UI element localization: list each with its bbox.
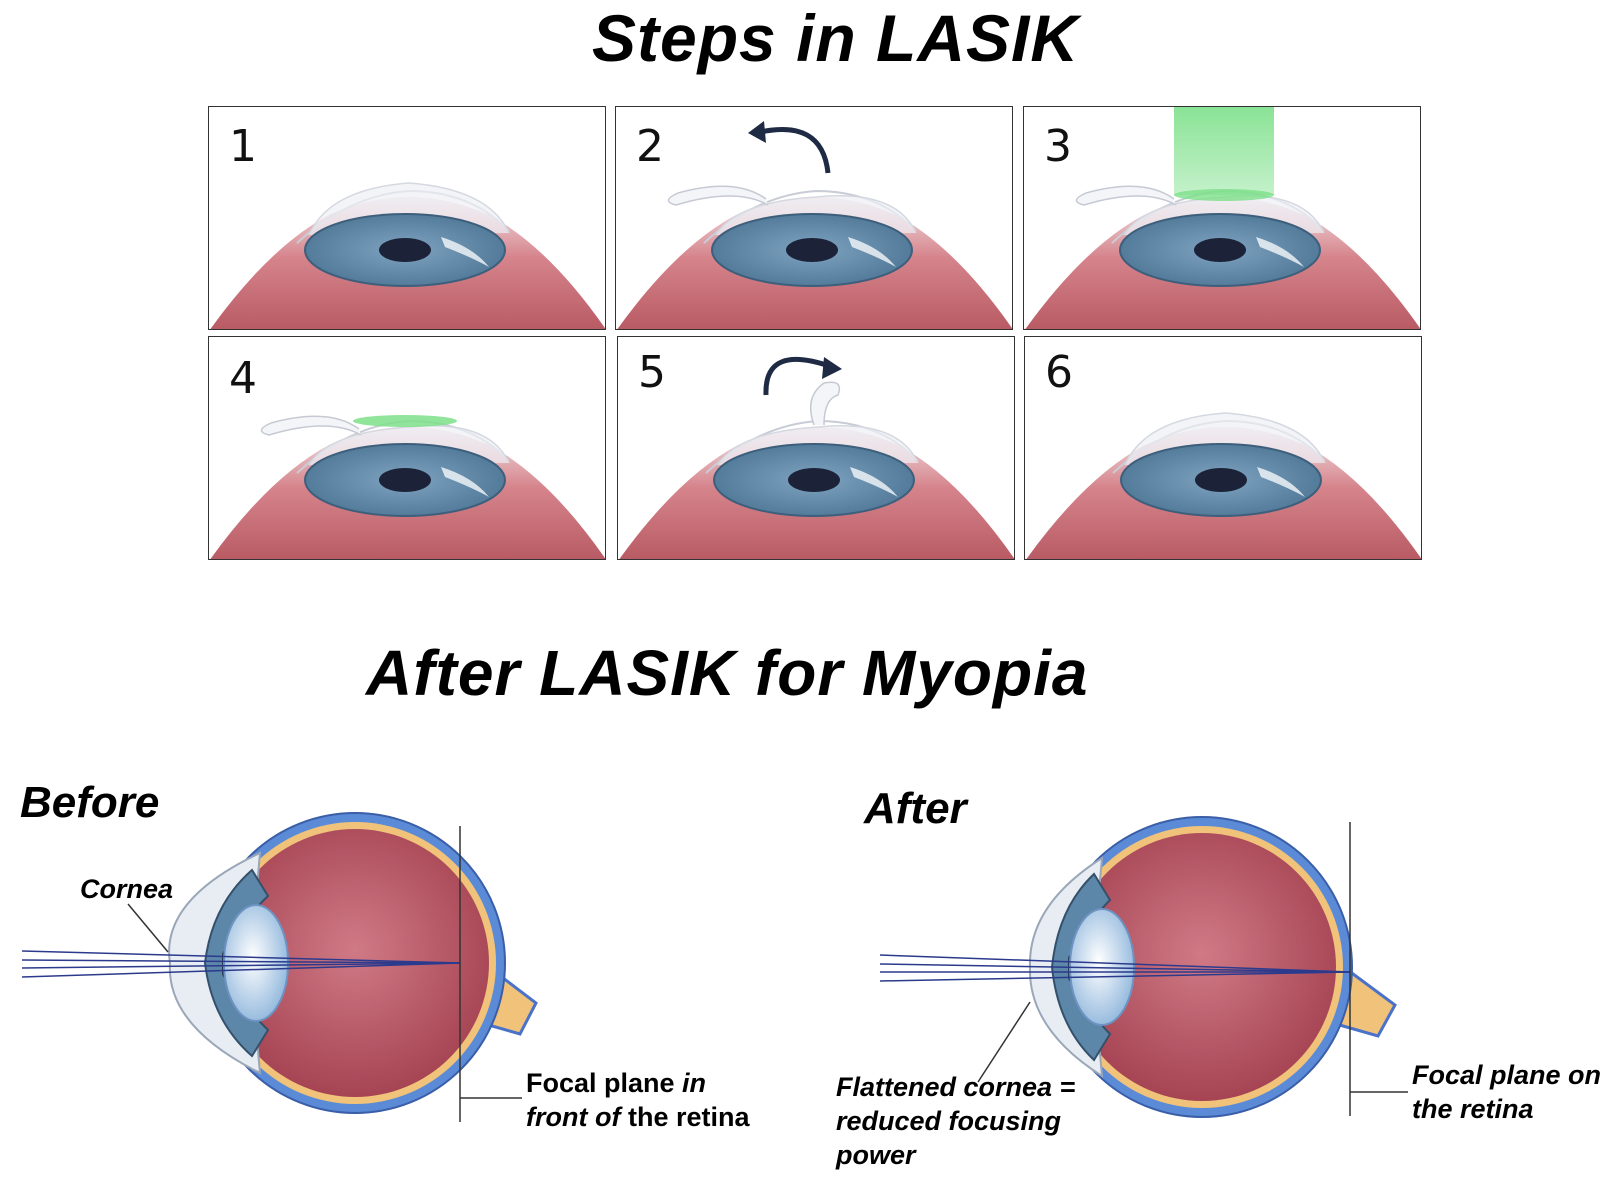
pupil [1195, 468, 1247, 492]
light-ray [21, 959, 461, 964]
corneal-flap [1075, 185, 1177, 206]
highlight [850, 467, 898, 497]
focal-text-in: in [682, 1068, 707, 1098]
pupil [1194, 238, 1246, 262]
step-number: 5 [638, 347, 666, 398]
light-ray [879, 963, 1351, 973]
step-panel-3: 3 [1023, 106, 1421, 330]
pupil [379, 238, 431, 262]
step-panel-6: 6 [1024, 336, 1422, 560]
focal-text-retina: the retina [620, 1102, 750, 1132]
step-number: 6 [1045, 347, 1073, 398]
step-number: 2 [636, 121, 664, 172]
after-focal-label-2: the retina [1412, 1094, 1534, 1124]
cornea-leader [127, 903, 169, 953]
step-number: 1 [229, 121, 257, 172]
light-ray [21, 962, 461, 969]
cornea-label: Cornea [80, 874, 174, 904]
light-ray [21, 962, 461, 978]
step-panel-4: 4 [208, 336, 606, 560]
laser-beam [1174, 107, 1274, 195]
corneal-flap [667, 185, 769, 206]
lens [223, 904, 289, 1022]
before-focal-label-line2: front of the retina [526, 1100, 750, 1134]
flattened-cornea-label-2: reduced focusing [836, 1106, 1062, 1136]
light-ray [21, 950, 461, 964]
arrowhead-icon [748, 121, 766, 143]
arrowhead-icon [822, 357, 842, 379]
replace-arrow-icon [763, 357, 833, 396]
step-eye-illustration [210, 415, 605, 559]
step-eye-illustration [210, 182, 605, 329]
after-eye-diagram [879, 816, 1408, 1118]
step-number: 4 [229, 353, 257, 404]
ablated-area [353, 415, 457, 427]
steps-title: Steps in LASIK [592, 1, 1080, 75]
highlight [848, 237, 896, 267]
corneal-flap [260, 415, 362, 436]
step-eye-illustration [1026, 412, 1421, 559]
step-eye-illustration [619, 357, 1014, 559]
flattened-cornea-label-1: Flattened cornea = [836, 1072, 1076, 1102]
before-focal-label: Focal plane in [526, 1066, 706, 1100]
light-ray [879, 954, 1351, 973]
pupil [786, 238, 838, 262]
after-lasik-title: After LASIK for Myopia [366, 637, 1089, 709]
highlight [1257, 467, 1305, 497]
laser-spot [1174, 189, 1274, 201]
step-eye-illustration [1025, 107, 1420, 329]
highlight [441, 467, 489, 497]
step-panel-2: 2 [615, 106, 1013, 330]
focal-text-front: front [526, 1102, 588, 1132]
corneal-flap [809, 381, 841, 426]
focal-text-of: of [587, 1102, 621, 1132]
after-heading: After [864, 784, 967, 833]
step-number: 3 [1044, 121, 1072, 172]
step-panel-1: 1 [208, 106, 606, 330]
highlight [1256, 237, 1304, 267]
focal-text: Focal plane [526, 1068, 683, 1098]
before-heading: Before [20, 778, 160, 827]
step-panel-5: 5 [617, 336, 1015, 560]
light-ray [879, 971, 1351, 982]
pupil [788, 468, 840, 492]
pupil [379, 468, 431, 492]
highlight [441, 237, 489, 267]
flattened-cornea-label-3: power [836, 1140, 916, 1170]
step-eye-illustration [617, 121, 1012, 329]
before-eye-diagram [21, 812, 538, 1122]
lift-arrow-icon [755, 127, 831, 174]
cornea-leader [977, 1001, 1031, 1083]
after-focal-label-1: Focal plane on [1412, 1060, 1602, 1090]
